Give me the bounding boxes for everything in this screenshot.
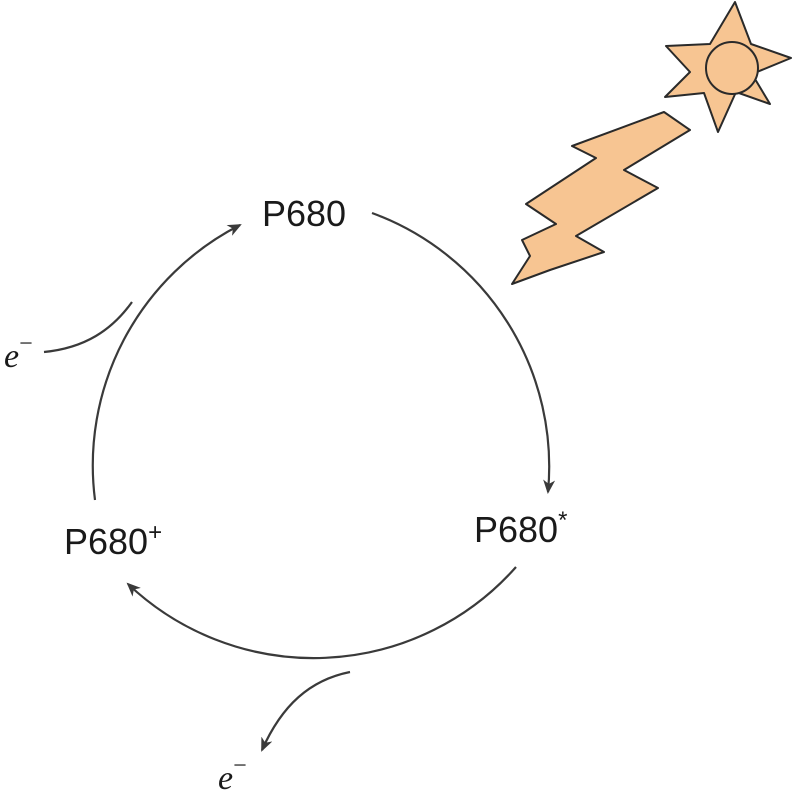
lightning-bolt-icon: [511, 111, 691, 285]
electron-out-arrow: [260, 670, 351, 752]
sun-icon: [664, 1, 792, 133]
label-electron-in: e−: [4, 331, 33, 375]
label-electron-out: e−: [218, 753, 247, 797]
electron-in-arrow: [43, 301, 133, 354]
label-p680-oxidized: P680+: [64, 519, 163, 562]
arc-p680-to-excited: [371, 211, 556, 494]
arc-excited-to-oxidized: [126, 566, 517, 660]
label-p680-excited: P680*: [474, 507, 568, 550]
arc-oxidized-to-p680: [91, 224, 242, 501]
label-p680: P680: [262, 193, 347, 234]
